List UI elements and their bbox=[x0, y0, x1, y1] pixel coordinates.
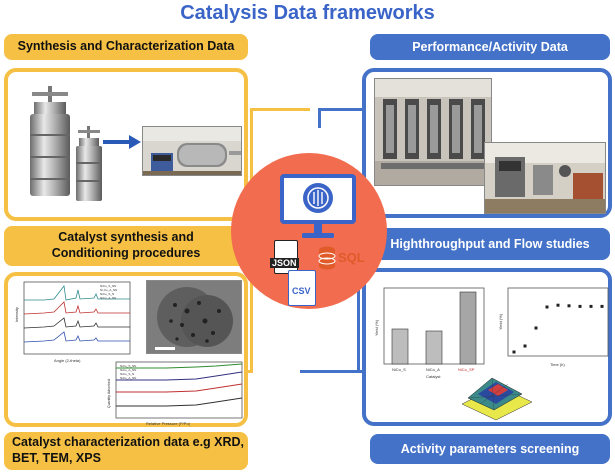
page-title: Catalysis Data frameworks bbox=[180, 2, 435, 24]
connector-line bbox=[318, 108, 321, 128]
bet-x-label: Relative Pressure (P/Po) bbox=[146, 421, 191, 426]
scatter-point bbox=[589, 304, 593, 308]
xrd-x-label: Angle (2-theta) bbox=[54, 358, 81, 363]
bar-niCo-s bbox=[391, 328, 409, 365]
scatter-point bbox=[523, 344, 527, 348]
bet-legend-1: NiCo_S_NN bbox=[120, 364, 136, 368]
characterization-banner: Catalyst characterization data e.g XRD, … bbox=[4, 432, 248, 470]
sql-label: SQL bbox=[338, 250, 365, 265]
procedures-line-1: Catalyst synthesis and bbox=[58, 230, 194, 245]
response-surface-plot bbox=[461, 377, 533, 421]
bar-group bbox=[391, 291, 477, 365]
bet-legend-2: NiCo_A_NN bbox=[120, 368, 136, 372]
bar-y-label: Yield (%) bbox=[374, 319, 379, 336]
bet-legend-3: NiCo_S_N bbox=[120, 372, 134, 376]
bar-category-3: NiCo_SP bbox=[458, 367, 475, 372]
characterization-line-1: Catalyst characterization data e.g XRD, bbox=[12, 435, 245, 450]
scatter-point bbox=[545, 305, 549, 309]
tube-furnace-image bbox=[142, 126, 242, 176]
connector-line bbox=[318, 108, 363, 111]
scatter-point bbox=[600, 304, 604, 308]
bet-y-label: Quantity Adsorbed bbox=[107, 379, 111, 408]
bar-category-2: NiCo_A bbox=[426, 367, 440, 372]
arrow-right-icon bbox=[103, 135, 141, 149]
characterization-panel: Intensity Angle (2-theta) NiCo_S_NN Ni-C… bbox=[4, 272, 248, 427]
synthesis-panel bbox=[4, 68, 248, 221]
bar-x-label: Catalyst bbox=[426, 374, 441, 379]
connector-line bbox=[250, 108, 310, 111]
xrd-legend-1: NiCo_S_NN bbox=[100, 284, 116, 288]
performance-panel bbox=[362, 68, 612, 218]
brain-chip-icon bbox=[303, 183, 333, 213]
xrd-y-label: Intensity bbox=[14, 307, 19, 322]
autoclave-image bbox=[30, 86, 102, 201]
characterization-line-2: BET, TEM, XPS bbox=[12, 451, 101, 465]
database-icon bbox=[318, 246, 336, 270]
tem-image bbox=[146, 280, 242, 354]
yield-bar-chart: NiCo_S NiCo_A NiCo_SP Catalyst Yield (%) bbox=[374, 287, 485, 379]
connector-line bbox=[357, 236, 360, 372]
scatter-point bbox=[534, 326, 538, 330]
bet-isotherm-chart: Quantity Adsorbed Relative Pressure (P/P… bbox=[107, 361, 243, 426]
scatter-point bbox=[512, 350, 516, 354]
flow-reactor-image bbox=[484, 142, 606, 214]
csv-file-icon: CSV bbox=[288, 270, 318, 310]
xrd-legend-4: NiCo_A_NN bbox=[100, 296, 116, 300]
reactor-array-image bbox=[374, 78, 492, 186]
xrd-legend-3: NiCo_S_N bbox=[100, 292, 114, 296]
center-hub bbox=[231, 153, 387, 309]
sql-database-icon: SQL bbox=[318, 244, 374, 274]
scatter-point bbox=[556, 303, 560, 307]
procedures-banner: Catalyst synthesis and Conditioning proc… bbox=[4, 226, 248, 266]
json-file-icon: JSON bbox=[270, 240, 300, 280]
bar-category-1: NiCo_S bbox=[392, 367, 406, 372]
scatter-y-label: Yield (%) bbox=[498, 313, 503, 330]
json-file-label: JSON bbox=[270, 258, 299, 268]
screening-banner: Activity parameters screening bbox=[370, 434, 610, 464]
screening-panel: NiCo_S NiCo_A NiCo_SP Catalyst Yield (%)… bbox=[362, 268, 612, 426]
scatter-point bbox=[578, 304, 582, 308]
bar-nico-a bbox=[425, 330, 443, 365]
synthesis-banner: Synthesis and Characterization Data bbox=[4, 34, 248, 60]
connector-line bbox=[300, 370, 363, 373]
procedures-line-2: Conditioning procedures bbox=[51, 246, 201, 260]
xrd-legend-2: Ni-Co_A_NN bbox=[100, 288, 117, 292]
highthroughput-banner: Highthroughput and Flow studies bbox=[370, 228, 610, 260]
bet-legend-4: NiCo_A_NN bbox=[120, 376, 136, 380]
scatter-point bbox=[567, 304, 571, 308]
csv-file-label: CSV bbox=[292, 286, 311, 296]
bar-nico-sp bbox=[459, 291, 477, 365]
performance-banner: Performance/Activity Data bbox=[370, 34, 610, 60]
yield-time-scatter: Time (h) Yield (%) bbox=[498, 287, 609, 367]
xrd-chart: Intensity Angle (2-theta) NiCo_S_NN Ni-C… bbox=[14, 281, 131, 363]
scatter-x-label: Time (h) bbox=[550, 362, 565, 367]
